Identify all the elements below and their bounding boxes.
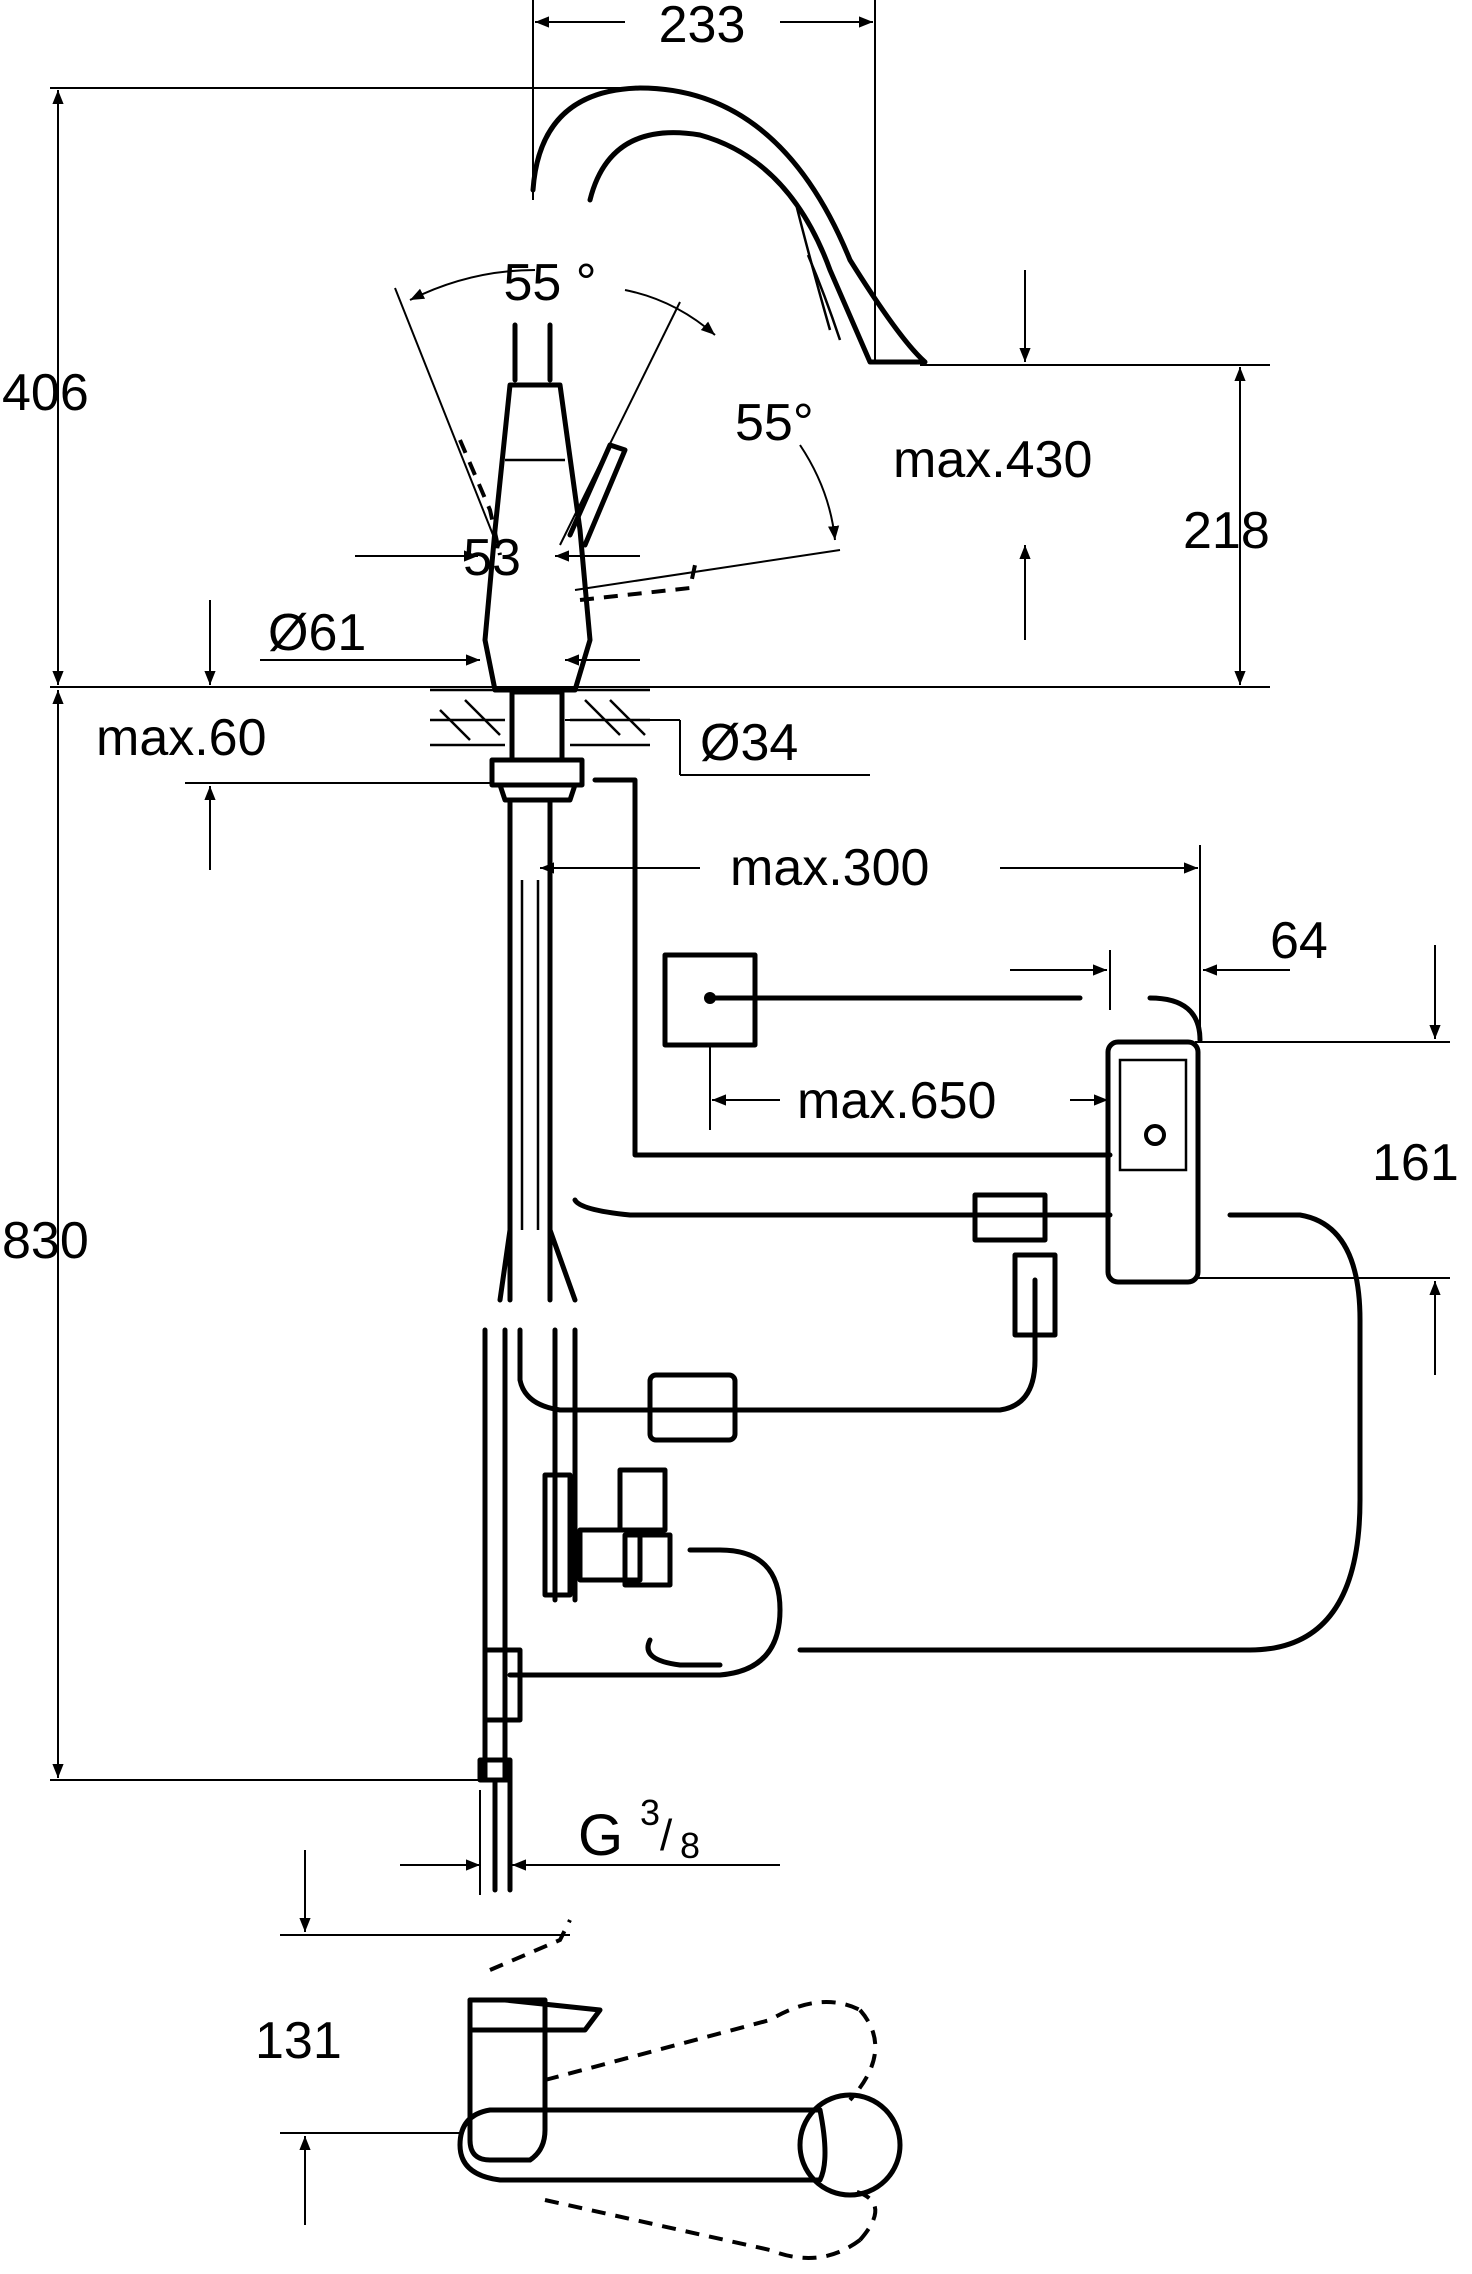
- thread-denominator: 8: [680, 1825, 700, 1866]
- dim-830: 830: [2, 1212, 89, 1270]
- dim-53: 53: [463, 529, 521, 587]
- thread-numerator: 3: [640, 1792, 660, 1833]
- dim-max430: max.430: [893, 431, 1092, 489]
- extension-lines: [50, 0, 1450, 2134]
- dim-max650: max.650: [797, 1072, 996, 1130]
- dim-diameter-61: Ø61: [268, 604, 366, 662]
- faucet-body: [458, 85, 928, 803]
- hoses: [482, 777, 1363, 1783]
- dim-max300: max.300: [730, 839, 929, 897]
- dim-131: 131: [255, 2012, 342, 2070]
- countertop-section: [430, 688, 650, 747]
- dim-55-right: 55°: [735, 394, 814, 452]
- control-unit: [477, 952, 1203, 1893]
- plan-view: [457, 1919, 903, 2260]
- dim-406: 406: [2, 364, 89, 422]
- dim-55-left: 55 °: [503, 254, 596, 312]
- dim-diameter-34: Ø34: [700, 714, 798, 772]
- thread-slash: /: [660, 1811, 673, 1860]
- dim-64: 64: [1270, 912, 1328, 970]
- dim-161: 161: [1372, 1134, 1459, 1192]
- dim-233: 233: [659, 0, 746, 54]
- dimension-arrows: [52, 16, 1441, 2225]
- dim-218: 218: [1183, 502, 1270, 560]
- dimension-labels: 233 406 55 ° 55° max.430 218 53 Ø61 max.…: [2, 0, 1459, 2070]
- dim-max60: max.60: [96, 709, 267, 767]
- thread-g: G: [578, 1803, 623, 1868]
